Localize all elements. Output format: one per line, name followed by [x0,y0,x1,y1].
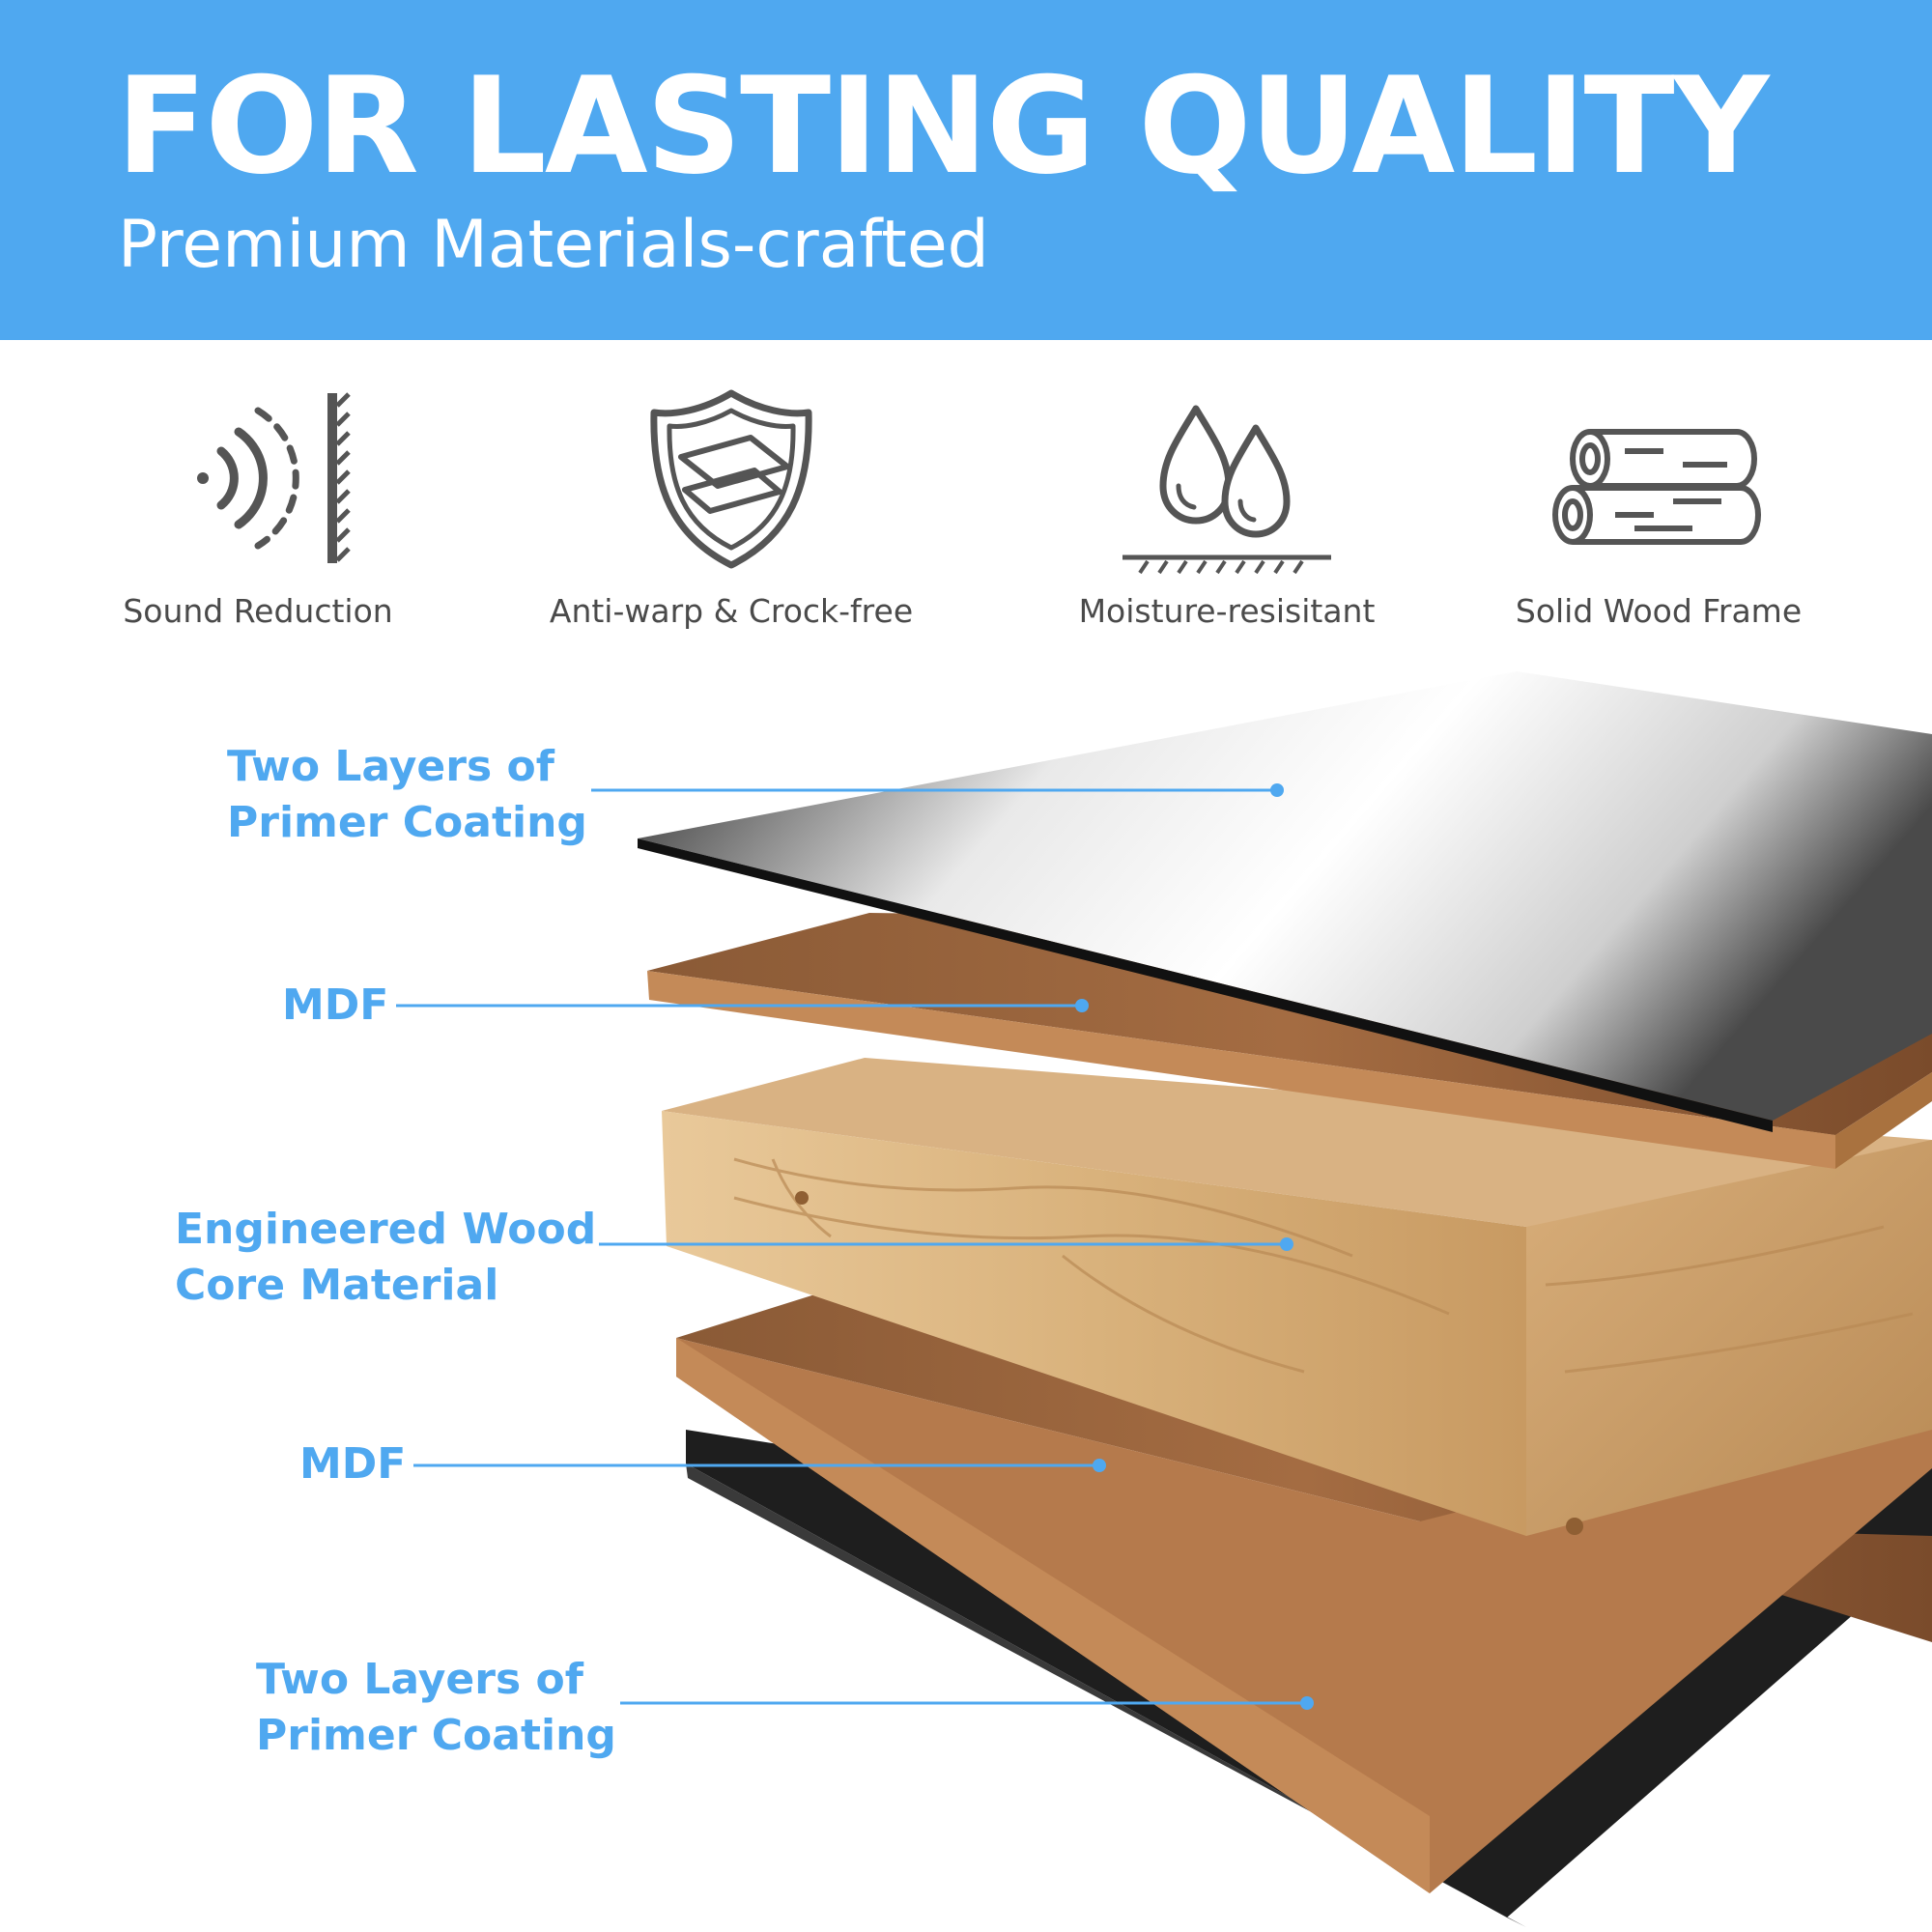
callout-line-1: Two Layers of [227,742,554,791]
callout-line-1: MDF [282,980,389,1030]
feature-solid-wood: Solid Wood Frame [1456,382,1861,642]
wood-logs-icon [1552,429,1761,545]
top-coating-layer [638,671,1932,1121]
callout-upper-mdf: MDF [282,978,388,1034]
feature-label: Sound Reduction [123,592,393,630]
banner-title: FOR LASTING QUALITY [116,48,1770,204]
feature-moisture: Moisture-resisitant [1024,382,1430,642]
bottom-mdf-layer [676,1293,1932,1642]
callout-line-1: MDF [299,1439,407,1489]
feature-label: Solid Wood Frame [1515,592,1803,630]
shield-icon [650,389,812,569]
callout-line-2: Primer Coating [256,1711,616,1760]
sound-reduction-icon [197,392,351,563]
feature-label: Moisture-resisitant [1078,592,1376,630]
callout-line-1: Two Layers of [256,1655,583,1704]
callout-lower-mdf: MDF [299,1436,406,1492]
callout-line-2: Core Material [175,1261,499,1310]
feature-anti-warp: Anti-warp & Crock-free [528,382,934,642]
feature-sound-reduction: Sound Reduction [55,382,461,642]
water-drops-icon [1122,405,1331,575]
callout-line-1: Engineered Wood [175,1205,597,1254]
callout-bottom-coating: Two Layers of Primer Coating [256,1652,616,1764]
callout-engineered-wood: Engineered Wood Core Material [175,1202,596,1314]
banner-subtitle: Premium Materials-crafted [118,207,989,283]
callout-line-2: Primer Coating [227,798,587,847]
header-banner: FOR LASTING QUALITY Premium Materials-cr… [0,0,1932,340]
feature-label: Anti-warp & Crock-free [549,592,914,630]
layered-board-illustration [396,671,1932,1927]
callout-top-coating: Two Layers of Primer Coating [227,739,587,851]
